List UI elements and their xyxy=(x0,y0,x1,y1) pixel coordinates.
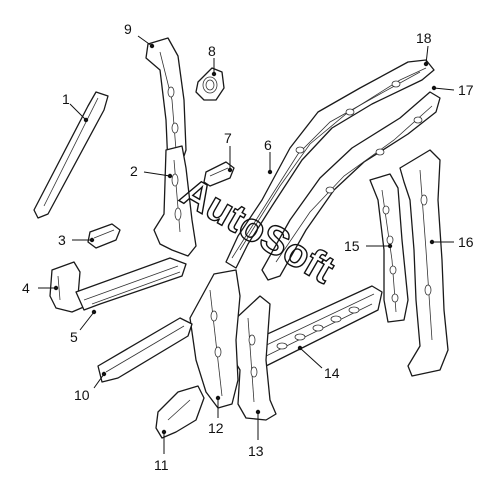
callout-3: 3 xyxy=(58,232,66,248)
part-17-inner-roof-rail xyxy=(261,91,441,281)
part-14-rocker-panel xyxy=(245,285,383,369)
part-7-plug xyxy=(203,161,235,187)
callout-2: 2 xyxy=(130,163,138,179)
part-15-b-pillar-reinforcement xyxy=(369,173,409,323)
callout-10: 10 xyxy=(74,387,90,403)
callout-8: 8 xyxy=(208,43,216,59)
callout-12: 12 xyxy=(208,420,224,436)
part-13-b-pillar-lower xyxy=(227,295,277,421)
callout-7: 7 xyxy=(224,130,232,146)
callout-9: 9 xyxy=(124,21,132,37)
callout-14: 14 xyxy=(324,365,340,381)
part-9-a-pillar-upper xyxy=(145,37,187,169)
callout-16: 16 xyxy=(458,234,474,250)
callout-18: 18 xyxy=(416,30,432,46)
callout-1: 1 xyxy=(62,91,70,107)
callout-15: 15 xyxy=(344,238,360,254)
callout-4: 4 xyxy=(22,280,30,296)
callout-17: 17 xyxy=(458,82,474,98)
part-3-plug xyxy=(87,223,121,249)
part-1-pillar-trim xyxy=(33,91,109,219)
part-11-bracket xyxy=(155,385,205,439)
callout-numbers: 1 2 3 4 5 6 7 8 9 10 11 12 13 14 15 16 1… xyxy=(22,21,474,473)
part-2-hinge-pillar xyxy=(153,145,197,257)
part-5-sill-strip xyxy=(75,257,187,311)
part-18-roof-rail xyxy=(225,59,435,269)
callout-13: 13 xyxy=(248,443,264,459)
part-8-grommet xyxy=(195,67,225,101)
part-10-lower-rail xyxy=(97,317,193,383)
part-12-front-inner-panel xyxy=(189,269,241,409)
callout-11: 11 xyxy=(154,457,169,473)
callout-6: 6 xyxy=(264,137,272,153)
callout-5: 5 xyxy=(70,329,78,345)
callout-leaders xyxy=(38,35,455,454)
part-16-rear-pillar xyxy=(399,149,449,377)
